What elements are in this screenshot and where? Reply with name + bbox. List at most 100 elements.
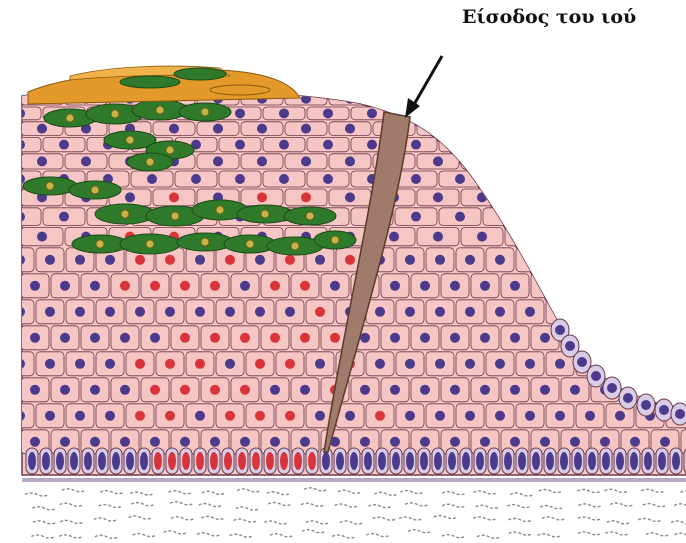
epithelial-cell <box>417 93 459 105</box>
cell-nucleus <box>336 452 344 470</box>
cell-nucleus <box>672 452 680 470</box>
infected-nucleus <box>180 385 190 395</box>
cell-nucleus <box>630 281 640 291</box>
cell-nucleus <box>433 232 443 242</box>
infected-cell-nucleus <box>91 186 99 194</box>
cell-nucleus <box>465 307 475 317</box>
cell-nucleus <box>525 411 535 421</box>
cell-nucleus <box>480 385 490 395</box>
cell-nucleus <box>147 174 157 184</box>
infected-cell-nucleus <box>216 206 224 214</box>
cell-nucleus <box>521 232 531 242</box>
cell-nucleus <box>345 192 355 202</box>
cell-nucleus <box>213 156 223 166</box>
cell-nucleus <box>600 437 610 447</box>
infected-nucleus <box>135 411 145 421</box>
infected-cell-nucleus <box>306 212 314 220</box>
cell-nucleus <box>585 307 595 317</box>
infected-cell-nucleus <box>261 210 269 218</box>
cell-nucleus <box>490 452 498 470</box>
cell-nucleus <box>645 255 655 265</box>
cell-nucleus <box>609 232 619 242</box>
epithelial-cell <box>527 171 569 187</box>
cell-nucleus <box>45 307 55 317</box>
cell-nucleus <box>630 333 640 343</box>
cell-nucleus <box>525 307 535 317</box>
cell-nucleus <box>675 212 685 222</box>
cell-nucleus <box>609 192 619 202</box>
epithelial-cell <box>439 107 481 120</box>
infected-nucleus <box>210 281 220 291</box>
cell-nucleus <box>540 281 550 291</box>
infected-cell-nucleus <box>331 236 339 244</box>
cell-nucleus <box>630 452 638 470</box>
cell-nucleus <box>499 174 509 184</box>
epithelial-cell <box>483 137 525 151</box>
infected-nucleus <box>180 333 190 343</box>
cell-nucleus <box>577 357 587 367</box>
cell-nucleus <box>433 192 443 202</box>
epithelial-cell <box>6 300 34 324</box>
cell-nucleus <box>477 94 487 103</box>
cell-nucleus <box>609 94 619 103</box>
infected-nucleus <box>375 411 385 421</box>
cell-nucleus <box>435 359 445 369</box>
cell-nucleus <box>433 94 443 103</box>
keratin-surface <box>28 66 300 104</box>
cell-nucleus <box>543 108 553 118</box>
epithelial-cell <box>546 248 574 272</box>
cell-nucleus <box>499 108 509 118</box>
cell-nucleus <box>450 333 460 343</box>
cell-nucleus <box>615 307 625 317</box>
infected-nucleus <box>150 281 160 291</box>
cell-nucleus <box>587 212 597 222</box>
epithelial-cell <box>571 208 613 226</box>
cell-nucleus <box>300 437 310 447</box>
cell-nucleus <box>90 437 100 447</box>
cell-nucleus <box>270 385 280 395</box>
epithelial-cell <box>505 154 547 169</box>
cell-nucleus <box>518 452 526 470</box>
infected-nucleus <box>266 452 274 470</box>
infected-nucleus <box>252 452 260 470</box>
cell-nucleus <box>645 359 655 369</box>
cell-nucleus <box>323 108 333 118</box>
epithelial-cell <box>659 137 686 151</box>
cell-nucleus <box>345 124 355 134</box>
infected-nucleus <box>300 281 310 291</box>
cell-nucleus <box>641 400 651 410</box>
cell-nucleus <box>279 140 289 150</box>
cell-nucleus <box>555 307 565 317</box>
cell-nucleus <box>434 452 442 470</box>
cell-nucleus <box>510 281 520 291</box>
epithelial-cell <box>637 122 679 136</box>
infected-cell-nucleus <box>96 240 104 248</box>
epithelial-cell <box>593 122 635 136</box>
infected-cell-nucleus <box>291 242 299 250</box>
cell-nucleus <box>257 124 267 134</box>
cell-nucleus <box>364 452 372 470</box>
infected-cell-nucleus <box>126 136 134 144</box>
cell-nucleus <box>653 94 663 103</box>
epithelial-cell <box>681 326 686 350</box>
cell-nucleus <box>42 452 50 470</box>
infected-nucleus <box>255 411 265 421</box>
cell-nucleus <box>616 452 624 470</box>
epithelial-cell <box>681 93 686 105</box>
infected-cell-nucleus <box>46 182 54 190</box>
cell-nucleus <box>587 108 597 118</box>
cell-nucleus <box>323 174 333 184</box>
epithelial-cell <box>659 171 686 187</box>
epithelial-cell <box>461 154 503 169</box>
cell-nucleus <box>660 281 670 291</box>
cell-nucleus <box>587 174 597 184</box>
cell-nucleus <box>301 124 311 134</box>
cell-nucleus <box>525 359 535 369</box>
epithelial-cell <box>636 300 664 324</box>
cell-nucleus <box>45 411 55 421</box>
infected-cell-nucleus <box>146 158 154 166</box>
cell-nucleus <box>565 156 575 166</box>
cell-nucleus <box>591 371 601 381</box>
epithelial-cell <box>527 208 569 226</box>
cell-nucleus <box>631 108 641 118</box>
